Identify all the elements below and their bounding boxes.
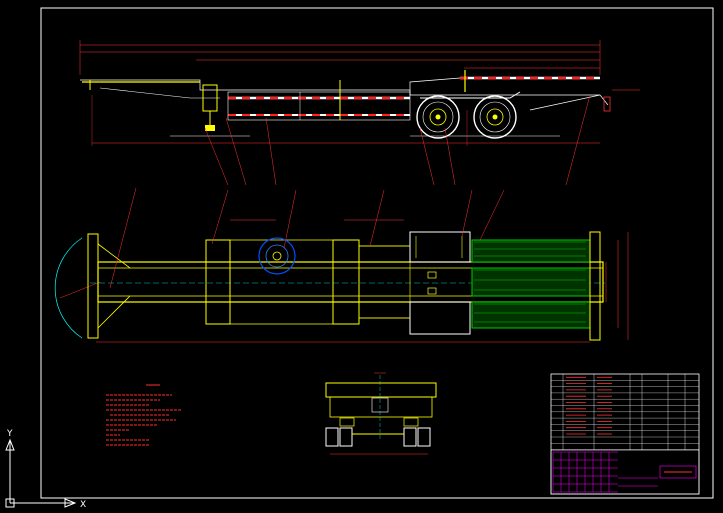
rear-tyre-2 xyxy=(339,427,353,447)
leader-2 xyxy=(225,117,247,186)
x-axis-arrow xyxy=(64,498,77,508)
rear-crossbeam xyxy=(589,231,601,341)
y-axis-label: Y xyxy=(6,429,13,439)
x-axis-label: X xyxy=(80,500,86,510)
drawing-name-box xyxy=(659,465,697,479)
chassis-outline-upper xyxy=(80,79,600,96)
rear-view-top-frame xyxy=(325,382,437,398)
side-elevation-view xyxy=(79,40,640,186)
rear-view-body xyxy=(329,396,433,418)
tyre-pack-top xyxy=(471,239,591,263)
tyre-pack-bottom xyxy=(471,301,591,329)
rear-view xyxy=(325,372,437,455)
goose-diag-2 xyxy=(97,295,131,329)
tb-lower-area xyxy=(550,449,700,495)
ucs-icon: Y X xyxy=(5,429,86,510)
rear-tyre-1 xyxy=(325,427,339,447)
suspension-beam xyxy=(420,91,521,99)
axle-box-top xyxy=(409,231,471,263)
title-block xyxy=(550,373,700,495)
rear-light-right xyxy=(403,417,419,427)
plan-leader-2 xyxy=(211,189,229,245)
rear-tyre-3 xyxy=(403,427,417,447)
axle-center-1 xyxy=(435,114,441,120)
plan-leader-5 xyxy=(461,189,473,237)
rear-view-center-box xyxy=(371,397,389,413)
brake-chamber-1 xyxy=(427,271,437,279)
rear-slope xyxy=(529,94,609,111)
hub-2 xyxy=(486,108,504,126)
chassis-box xyxy=(227,91,411,121)
rear-frame-step xyxy=(409,77,461,95)
rim-1 xyxy=(422,101,454,133)
plan-view xyxy=(54,187,629,343)
spare-wheel-hub xyxy=(272,251,282,261)
leader-3 xyxy=(265,117,277,186)
parts-list-rows xyxy=(551,376,699,450)
wheel-2 xyxy=(473,95,517,139)
turning-radius-line xyxy=(59,281,101,299)
axle-box-bottom xyxy=(409,301,471,335)
outrigger-1 xyxy=(205,239,231,325)
mid-panel xyxy=(358,245,411,319)
rear-bumper xyxy=(603,96,611,112)
sheet-border xyxy=(40,7,714,499)
goose-diag-1 xyxy=(97,243,131,269)
outrigger-2 xyxy=(332,239,360,325)
technical-notes xyxy=(106,384,182,446)
tyre-1 xyxy=(416,95,460,139)
title-block-magenta-grid xyxy=(552,451,658,493)
spare-wheel-outer xyxy=(258,237,296,275)
leader-4 xyxy=(419,127,435,186)
y-axis-arrow xyxy=(5,438,15,451)
rim-2 xyxy=(479,101,511,133)
rear-light-left xyxy=(339,417,355,427)
tyre-pack-center xyxy=(471,267,591,297)
main-side-rails xyxy=(97,261,604,303)
plan-leader-6 xyxy=(479,189,505,241)
turning-arc xyxy=(54,237,83,339)
tyre-hatching xyxy=(474,241,586,323)
plan-leader-3 xyxy=(283,189,297,249)
ucs-origin-box xyxy=(5,498,15,508)
rear-tyre-4 xyxy=(417,427,431,447)
plan-leader-4 xyxy=(369,189,385,247)
leader-5 xyxy=(444,127,456,186)
leader-1 xyxy=(204,127,229,186)
brake-chamber-2 xyxy=(427,287,437,295)
landing-gear-foot xyxy=(205,125,215,131)
tyre-2 xyxy=(473,95,517,139)
plan-leader-1 xyxy=(109,187,137,289)
leader-6 xyxy=(565,94,591,186)
gooseneck-lower xyxy=(99,87,220,99)
hub-1 xyxy=(429,108,447,126)
axle-center-2 xyxy=(492,114,498,120)
notes-text-lines xyxy=(106,394,182,446)
spare-wheel-inner xyxy=(265,244,289,268)
wheel-1 xyxy=(416,95,460,139)
